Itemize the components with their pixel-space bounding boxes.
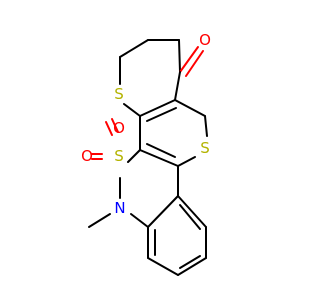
bond-so-upper-b (111, 118, 119, 133)
bond-c6-ch2 (174, 99, 206, 117)
sulfone-sulfur-label: S (114, 147, 124, 165)
bond-s-top-c4 (123, 103, 141, 117)
sulfone-oxygen-upper-label: O (113, 119, 125, 137)
bond-n-methyl (88, 213, 111, 228)
bond-benz-6 (147, 195, 179, 228)
ketone-oxygen-label: O (199, 31, 211, 49)
bond-c5-c6 (174, 71, 181, 101)
bond-c1-c5 (178, 39, 181, 73)
bonds (88, 39, 208, 276)
bond-c8-s-sulfone (127, 149, 141, 163)
bond-c2-c3 (119, 39, 149, 58)
bond-ch2-s-right (204, 115, 208, 137)
thiopyranone-sulfur-label: S (200, 139, 210, 157)
bond-c4-c6-double-b (146, 107, 177, 122)
bond-s-right-c7 (177, 156, 196, 167)
bond-n-c9 (130, 213, 149, 228)
ring-nitrogen-label: N (114, 199, 125, 217)
thiopyran-sulfur-label: S (114, 85, 124, 103)
bond-benz-inner-3 (179, 204, 201, 230)
bond-ketone-double-b (185, 50, 204, 77)
atom-labels: O S S S O O N (81, 31, 211, 217)
bond-benz-inner-2 (179, 255, 201, 269)
bond-so-upper-a (105, 121, 113, 136)
bond-c8-c7-double-a (139, 149, 179, 167)
bond-benz-5 (177, 195, 207, 228)
bond-benz-2 (147, 257, 179, 276)
molecular-structure-diagram: O S S S O O N (81, 31, 211, 276)
bond-benz-3 (177, 257, 207, 276)
bond-c4-c6-double-a (139, 99, 176, 117)
bond-c8-c7-double-b (146, 143, 176, 158)
bond-ketone-double-a (179, 46, 199, 73)
sulfone-oxygen-left-label: O (81, 147, 93, 165)
